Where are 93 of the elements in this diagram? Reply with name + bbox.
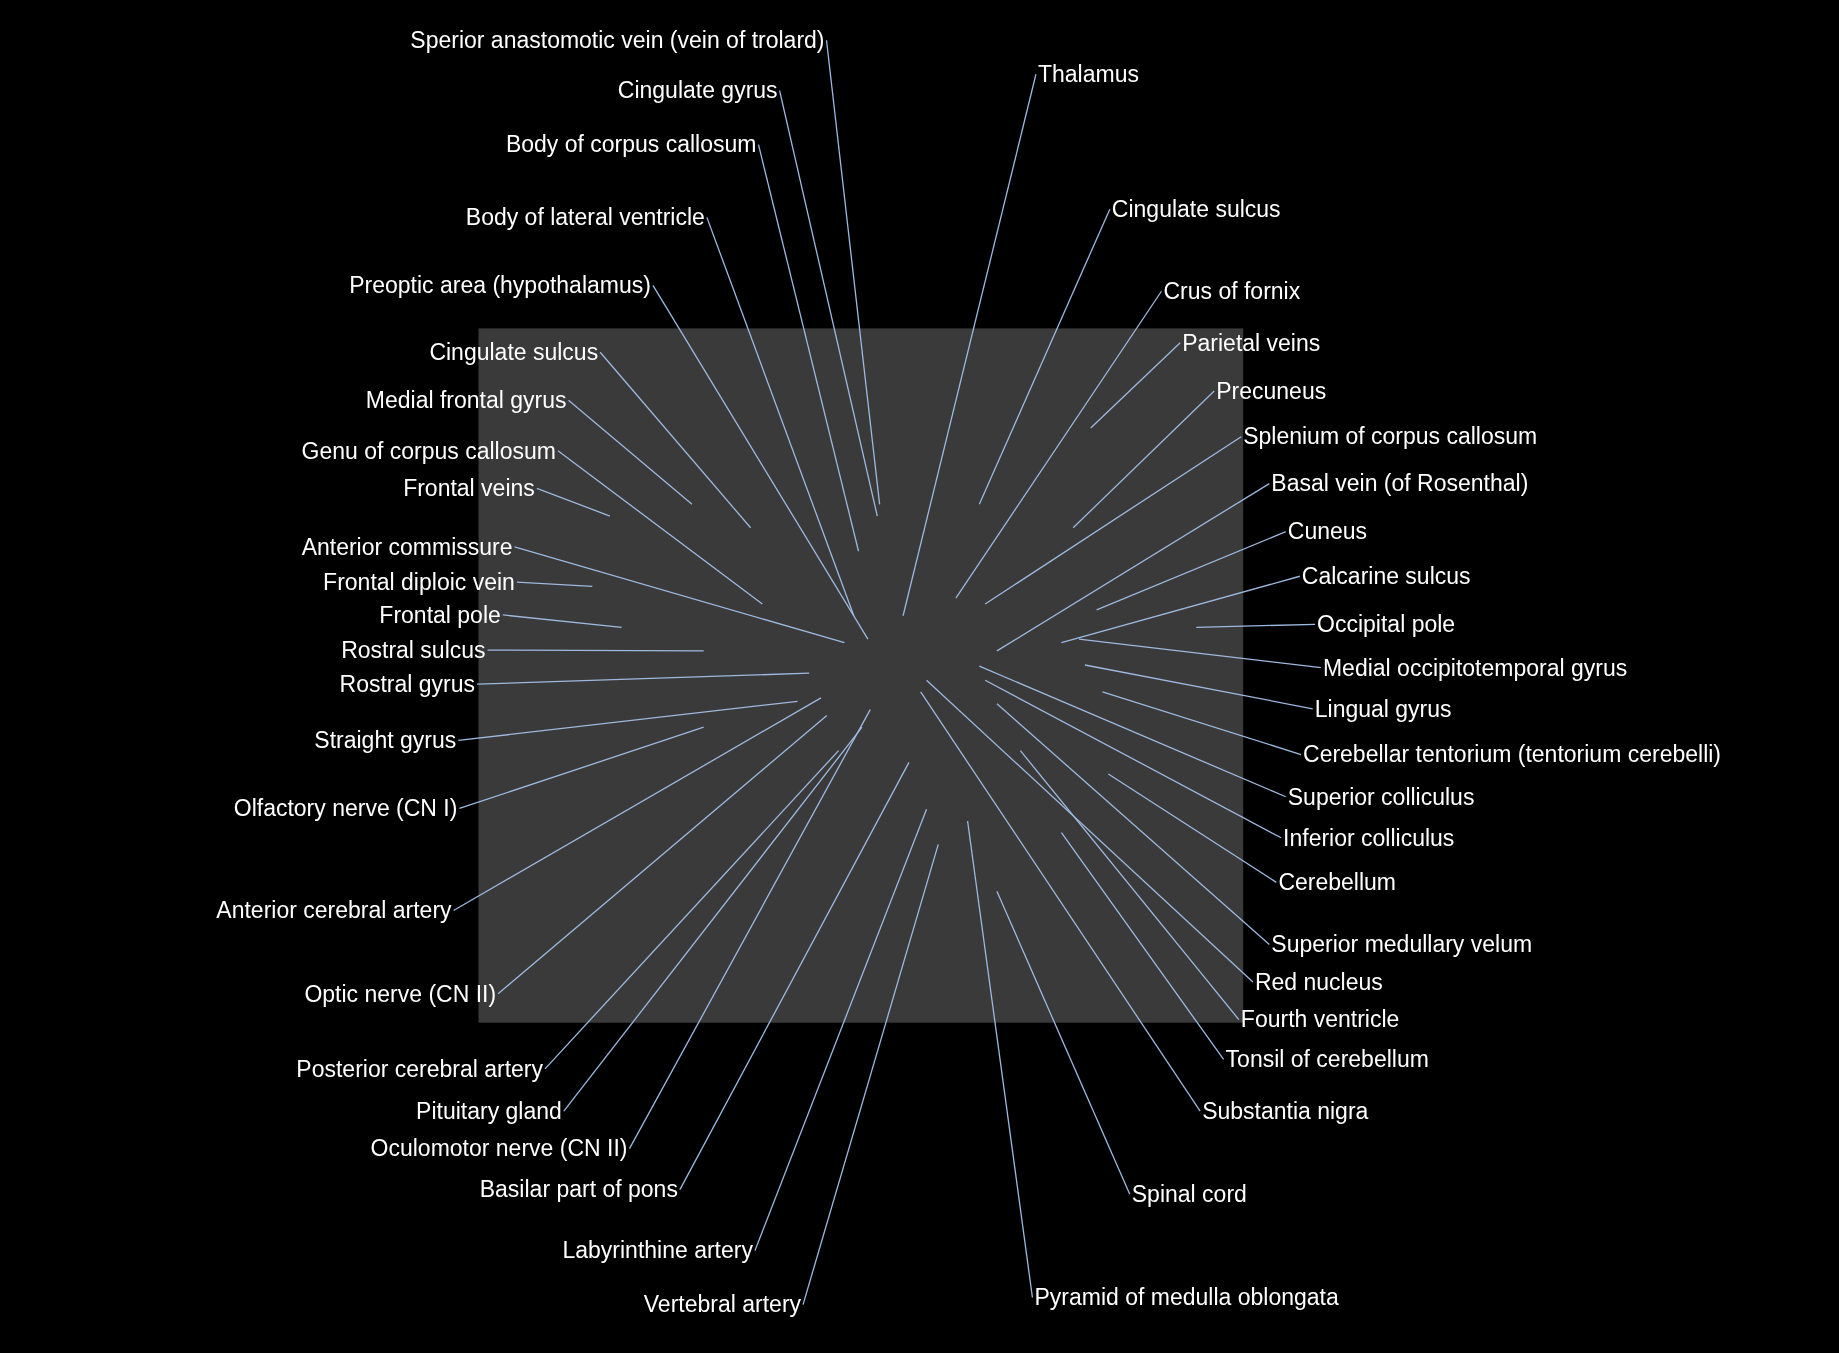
leader-line	[1101, 691, 1302, 756]
leader-line	[966, 820, 1034, 1299]
structure-label: Anterior commissure	[301, 533, 513, 561]
structure-label: Red nucleus	[1254, 968, 1383, 996]
leader-line	[984, 679, 1282, 839]
structure-label: Splenium of corpus callosum	[1243, 423, 1538, 450]
leader-line	[825, 39, 881, 505]
leader-line	[920, 691, 1201, 1112]
structure-label: Cingulate gyrus	[617, 77, 778, 104]
leader-line	[1107, 773, 1278, 883]
structure-label: Body of corpus callosum	[505, 131, 757, 158]
leader-line	[563, 726, 863, 1112]
leader-line	[706, 216, 855, 617]
leader-line	[1060, 832, 1225, 1061]
structure-label: Lingual gyrus	[1314, 695, 1452, 722]
leader-line	[984, 436, 1242, 605]
leader-line	[628, 708, 871, 1150]
leader-line	[754, 808, 928, 1252]
structure-label: Vertebral artery	[643, 1291, 802, 1318]
structure-label: Anterior cerebral artery	[216, 897, 452, 924]
structure-label: Spinal cord	[1131, 1181, 1247, 1208]
leader-line	[599, 351, 752, 529]
leader-line	[996, 482, 1270, 652]
structure-label: Substantia nigra	[1202, 1097, 1369, 1125]
leader-line	[476, 672, 810, 685]
leader-line	[978, 665, 1287, 798]
leader-line	[497, 714, 828, 995]
leader-line	[1078, 638, 1322, 669]
leader-line	[1090, 342, 1181, 429]
structure-label: Rostral gyrus	[339, 670, 475, 698]
leader-line	[513, 546, 846, 644]
structure-label: Pituitary gland	[416, 1097, 562, 1125]
leader-line	[1060, 575, 1301, 644]
structure-label: Pyramid of medulla oblongata	[1034, 1284, 1339, 1311]
leader-line	[996, 703, 1270, 946]
structure-label: Medial frontal gyrus	[365, 387, 567, 414]
structure-label: Body of lateral ventricle	[465, 204, 705, 231]
structure-label: Cingulate sulcus	[429, 339, 599, 366]
leader-line	[452, 697, 822, 912]
structure-label: Labyrinthine artery	[562, 1237, 753, 1264]
structure-label: Olfactory nerve (CN I)	[233, 795, 458, 822]
structure-label: Optic nerve (CN II)	[304, 980, 497, 1007]
structure-label: Genu of corpus callosum	[301, 437, 556, 464]
structure-label: Oculomotor nerve (CN II)	[370, 1135, 628, 1162]
structure-label: Occipital pole	[1317, 611, 1456, 638]
structure-label: Straight gyrus	[314, 727, 457, 754]
leader-line	[778, 90, 878, 517]
structure-label: Basal vein (of Rosenthal)	[1271, 470, 1529, 497]
leader-line	[978, 208, 1111, 505]
structure-label: Fourth ventricle	[1240, 1006, 1400, 1033]
structure-label: Frontal diploic vein	[323, 568, 515, 596]
structure-label: Thalamus	[1037, 61, 1139, 88]
leader-line	[1095, 531, 1287, 611]
leader-line	[486, 649, 705, 652]
structure-label: Frontal veins	[403, 475, 535, 502]
structure-label: Cerebellum	[1278, 869, 1396, 896]
structure-label: Cingulate sulcus	[1111, 195, 1281, 223]
structure-label: Precuneus	[1216, 377, 1327, 405]
leader-line	[757, 144, 860, 552]
leader-line	[1195, 623, 1316, 629]
structure-label: Crus of fornix	[1163, 278, 1301, 305]
leader-line	[652, 284, 869, 640]
leader-line	[502, 614, 623, 629]
structure-label: Posterior cerebral artery	[296, 1055, 544, 1083]
leader-line	[557, 450, 763, 605]
leader-line	[1084, 664, 1314, 710]
leader-line	[955, 290, 1163, 599]
leader-line	[802, 843, 939, 1306]
leader-line	[925, 679, 1254, 983]
structure-label: Rostral sulcus	[341, 636, 486, 664]
structure-label: Basilar part of pons	[479, 1176, 678, 1203]
leader-line	[1019, 749, 1240, 1021]
leader-line	[536, 487, 611, 517]
structure-label: Tonsil of cerebellum	[1225, 1046, 1429, 1073]
structure-label: Medial occipitotemporal gyrus	[1322, 654, 1628, 681]
structure-label: Parietal veins	[1182, 329, 1321, 357]
leader-line	[1072, 390, 1215, 529]
structure-label: Superior colliculus	[1287, 783, 1475, 810]
structure-label: Preoptic area (hypothalamus)	[349, 272, 651, 299]
leader-line	[679, 761, 910, 1191]
leader-line	[516, 581, 593, 588]
leader-line	[544, 749, 840, 1070]
leader-line	[567, 399, 693, 505]
leader-line	[996, 890, 1131, 1195]
structure-label: Frontal pole	[379, 601, 501, 629]
structure-label: Cerebellar tentorium (tentorium cerebelli)	[1303, 741, 1721, 768]
structure-label: Calcarine sulcus	[1301, 563, 1471, 590]
structure-label: Superior medullary velum	[1271, 931, 1533, 958]
leader-line	[457, 700, 799, 742]
structure-label: Cuneus	[1287, 518, 1368, 545]
structure-label: Sperior anastomotic vein (vein of trolard)	[410, 27, 825, 54]
leader-line	[902, 73, 1037, 617]
structure-label: Inferior colliculus	[1283, 824, 1455, 851]
